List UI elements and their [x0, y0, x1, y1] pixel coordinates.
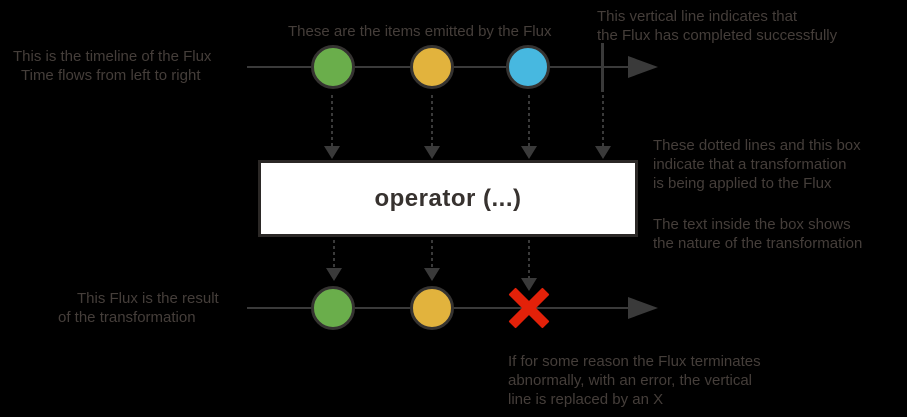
transform-annotation-line3: is being applied to the Flux — [653, 175, 832, 192]
error-annotation-line2: abnormally, with an error, the vertical — [508, 372, 752, 389]
operator-label: operator (...) — [374, 184, 522, 212]
dotted-line-in-1 — [331, 95, 333, 146]
source-marble-green — [311, 45, 355, 89]
dotted-arrowhead-in-4-icon — [595, 146, 611, 159]
result-timeline-arrowhead-icon — [628, 297, 658, 319]
dotted-line-in-4 — [602, 95, 604, 146]
dotted-line-out-2 — [431, 240, 433, 268]
error-annotation-line3: line is replaced by an X — [508, 391, 664, 408]
complete-annotation-line2: the Flux has completed successfully — [597, 27, 838, 44]
timeline-annotation-line2: Time flows from left to right — [21, 67, 201, 84]
result-marble-green — [311, 286, 355, 330]
error-annotation-line1: If for some reason the Flux terminates — [508, 353, 761, 370]
box-text-annotation: The text inside the box shows the nature… — [653, 215, 862, 253]
dotted-arrowhead-out-3-icon — [521, 278, 537, 291]
box-text-annotation-line1: The text inside the box shows — [653, 216, 851, 233]
dotted-arrowhead-in-2-icon — [424, 146, 440, 159]
complete-annotation-line1: This vertical line indicates that — [597, 8, 798, 25]
error-annotation: If for some reason the Flux terminates a… — [508, 352, 761, 409]
timeline-annotation-line1: This is the timeline of the Flux — [13, 48, 212, 65]
dotted-line-in-2 — [431, 95, 433, 146]
dotted-line-in-3 — [528, 95, 530, 146]
dotted-line-out-1 — [333, 240, 335, 268]
dotted-line-out-3 — [528, 240, 530, 278]
dotted-arrowhead-in-3-icon — [521, 146, 537, 159]
dotted-arrowhead-in-1-icon — [324, 146, 340, 159]
dotted-arrowhead-out-1-icon — [326, 268, 342, 281]
box-text-annotation-line2: the nature of the transformation — [653, 235, 863, 252]
source-marble-yellow — [410, 45, 454, 89]
error-x-icon — [508, 287, 550, 329]
transform-annotation-line1: These dotted lines and this box — [653, 137, 861, 154]
result-annotation-line2: of the transformation — [58, 309, 196, 326]
result-marble-yellow — [410, 286, 454, 330]
operator-box: operator (...) — [258, 160, 638, 237]
source-marble-blue — [506, 45, 550, 89]
source-timeline-arrowhead-icon — [628, 56, 658, 78]
result-annotation-line1: This Flux is the result — [77, 290, 219, 307]
dotted-arrowhead-out-2-icon — [424, 268, 440, 281]
transform-annotation-line2: indicate that a transformation — [653, 156, 847, 173]
items-annotation: These are the items emitted by the Flux — [288, 23, 552, 40]
complete-annotation: This vertical line indicates that the Fl… — [597, 7, 837, 45]
transform-annotation: These dotted lines and this box indicate… — [653, 136, 861, 193]
complete-marker — [601, 43, 604, 92]
